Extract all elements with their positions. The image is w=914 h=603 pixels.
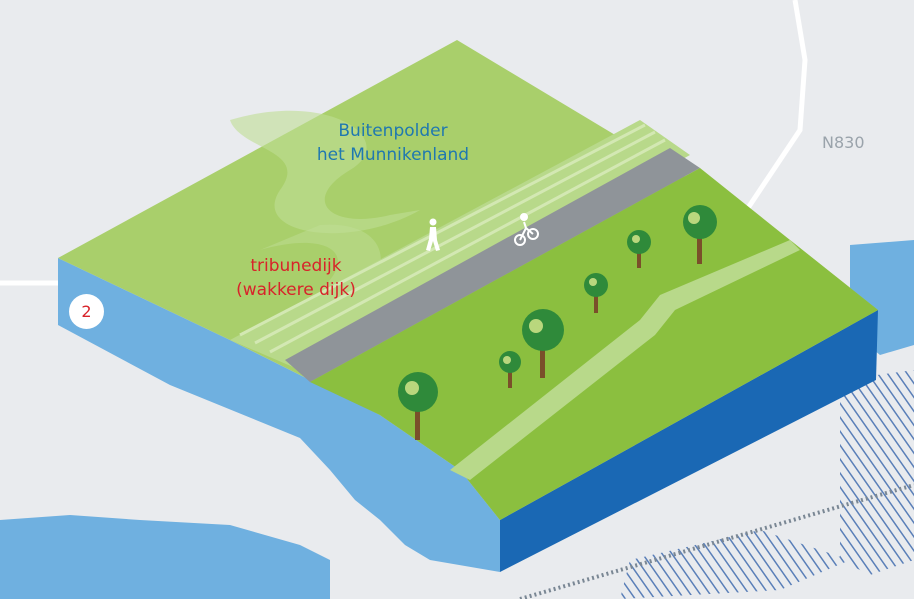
block-side-front	[500, 310, 878, 572]
dike-stripe	[269, 138, 666, 354]
pedestrian-icon	[426, 218, 440, 251]
tree-icon	[683, 205, 717, 264]
block-side-left	[58, 258, 500, 572]
dike-name-line2: (wakkere dijk)	[236, 280, 356, 300]
railway-line	[519, 483, 914, 601]
meander-highlight	[230, 110, 420, 234]
river-water-bottom	[0, 515, 330, 599]
secondary-dike	[450, 240, 800, 480]
polder-name-line1: Buitenpolder	[338, 121, 448, 141]
dike-stripe	[254, 130, 656, 345]
dike-stripe	[239, 123, 646, 337]
lower-grass	[310, 168, 878, 520]
road-label: N830	[822, 133, 865, 152]
polder-name-line2: het Munnikenland	[316, 145, 470, 165]
cyclist-icon	[514, 213, 539, 246]
dike-slope	[230, 120, 690, 370]
dike-name-line1: tribunedijk	[250, 256, 342, 276]
section-number-badge: 2	[69, 294, 104, 329]
tree-icon	[627, 230, 651, 268]
hatched-area-bottom	[620, 530, 850, 599]
road-line	[737, 0, 808, 222]
hatched-area	[840, 370, 914, 575]
tree-icon	[499, 351, 521, 388]
tree-icon	[398, 372, 438, 440]
road	[285, 148, 700, 382]
tree-icon	[522, 309, 564, 378]
tree-icon	[584, 273, 608, 313]
